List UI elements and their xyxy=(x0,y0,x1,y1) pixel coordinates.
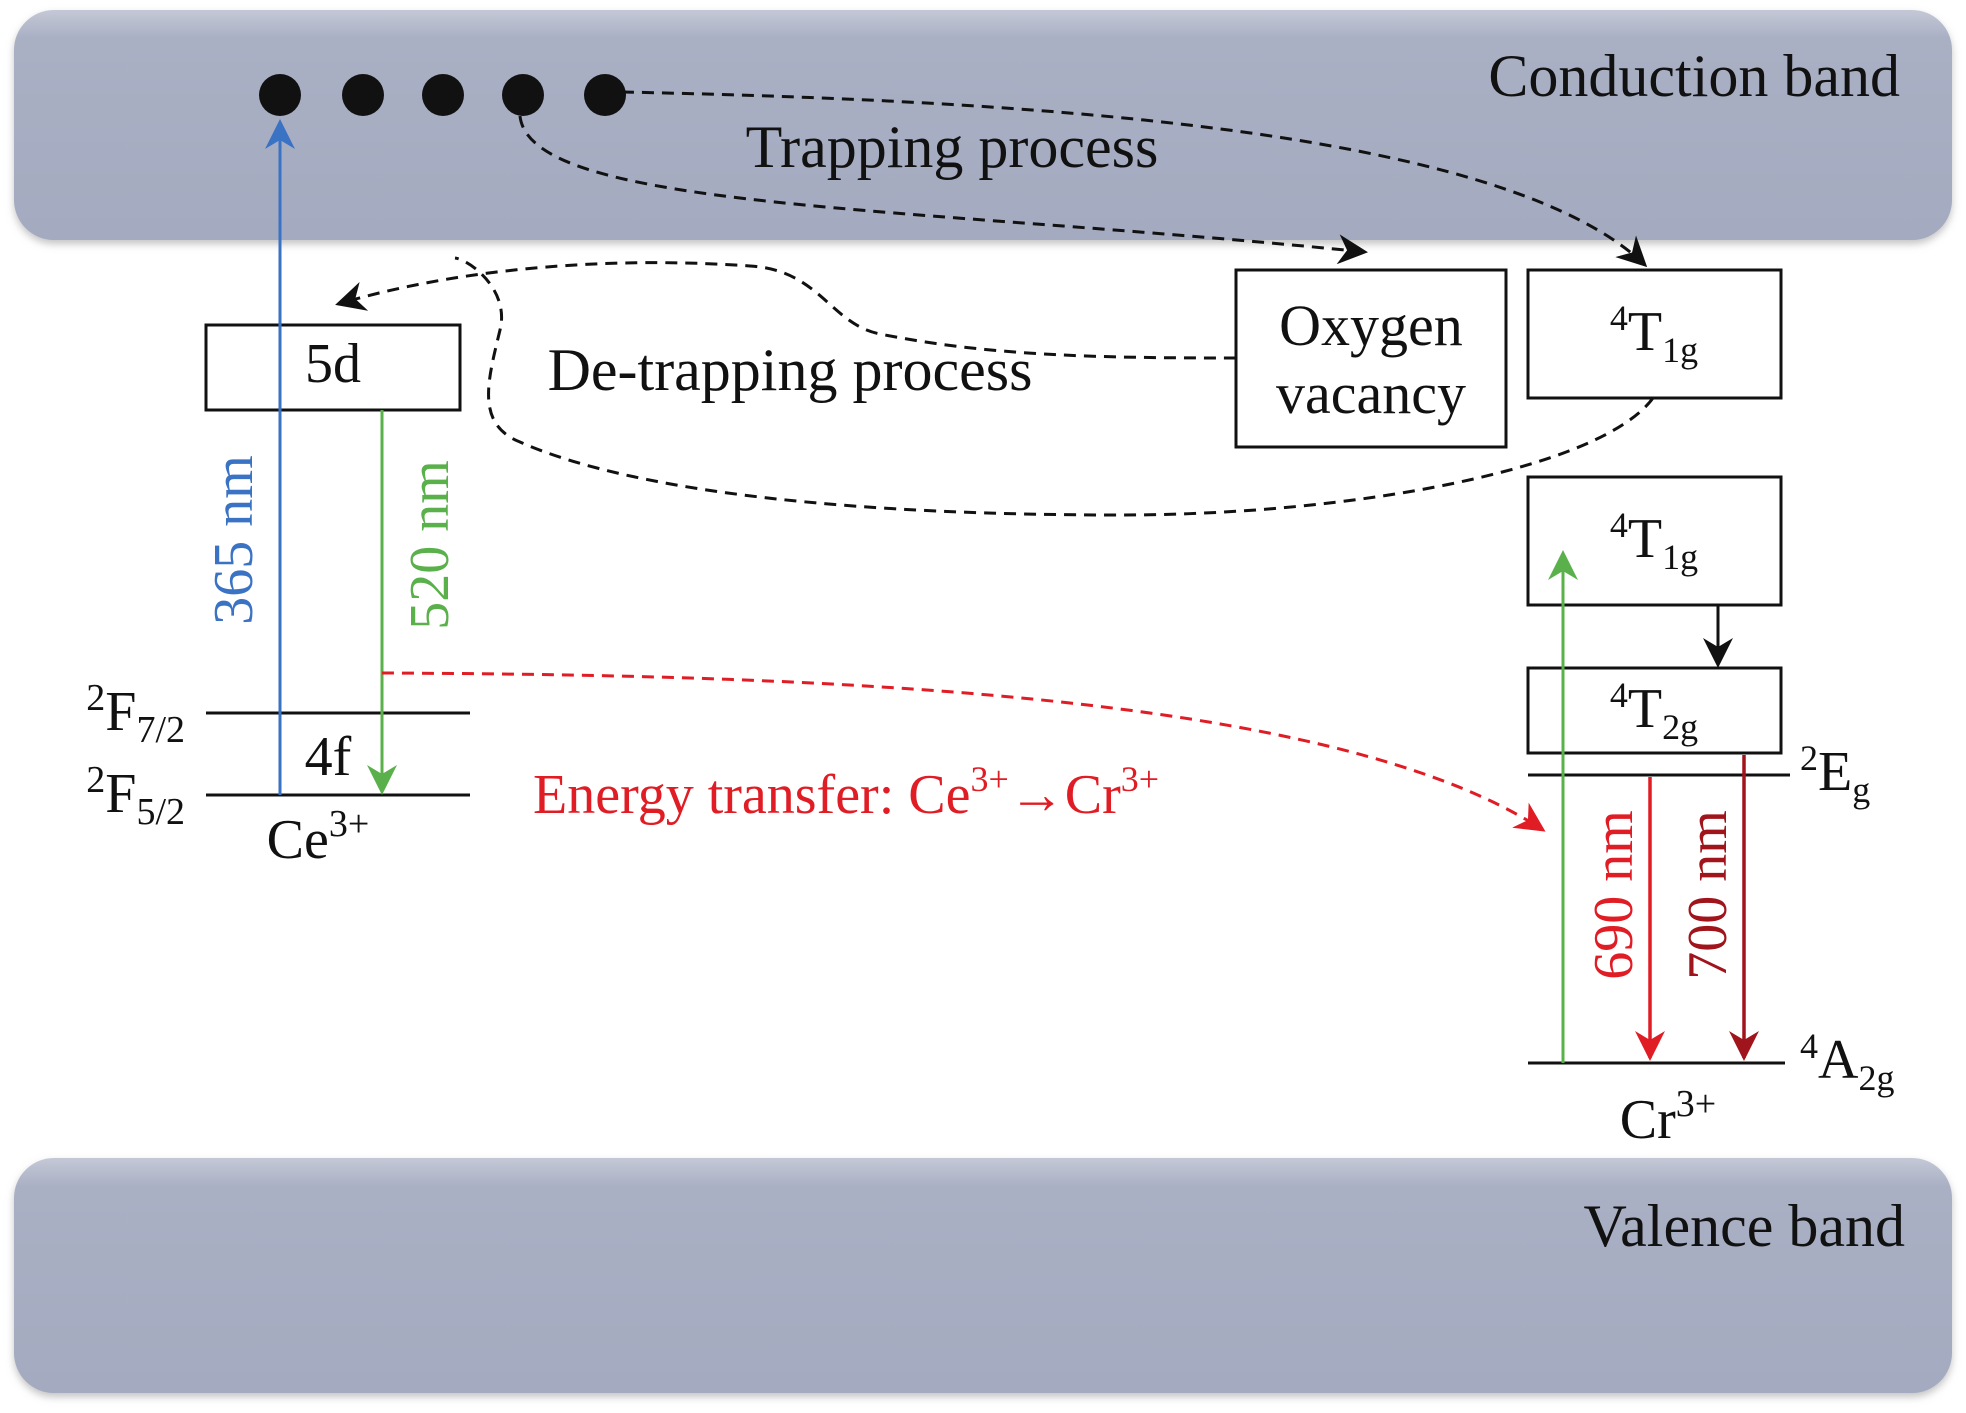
oxygen-vacancy-line1: Oxygen xyxy=(1279,293,1463,358)
ce-excitation-label: 365 nm xyxy=(203,455,265,625)
cr-t2g-term: 4T2g xyxy=(1610,675,1698,747)
trapping-process-label: Trapping process xyxy=(746,114,1159,180)
cr-t1g-upper-term: 4T1g xyxy=(1610,298,1698,370)
detrapping-path-from-t1g xyxy=(454,256,1655,517)
trapping-arrow-to-t1g xyxy=(621,90,1648,268)
trapping-arrow-to-vacancy xyxy=(518,115,1368,265)
conduction-band-label: Conduction band xyxy=(1488,43,1900,109)
electrons xyxy=(259,74,626,116)
trapping-arrows xyxy=(518,90,1648,268)
cr-t1g-lower-term: 4T1g xyxy=(1610,505,1698,577)
electron-dot xyxy=(422,74,464,116)
cr-t1g-upper-box xyxy=(1526,268,1783,400)
electron-dot xyxy=(342,74,384,116)
ce-emission-label: 520 nm xyxy=(399,460,461,630)
oxygen-vacancy-line2: vacancy xyxy=(1276,361,1466,426)
ce-levels: 5d 4f 2F7/2 2F5/2 Ce3+ xyxy=(86,323,470,871)
valence-band-label: Valence band xyxy=(1583,1193,1905,1259)
electron-dot xyxy=(502,74,544,116)
ce-ion-label: Ce3+ xyxy=(267,803,370,871)
energy-transfer-label: Energy transfer: Ce3+→Cr3+ xyxy=(533,759,1159,826)
cr-t1g-lower-box xyxy=(1526,475,1783,607)
conduction-band: Conduction band xyxy=(14,10,1952,240)
ce-f52-term: 2F5/2 xyxy=(86,759,185,833)
detrapping-process-label: De-trapping process xyxy=(548,337,1033,403)
ce-f72-term: 2F7/2 xyxy=(86,677,185,751)
cr-eg-term: 2Eg xyxy=(1800,738,1870,810)
detrapping-arrows xyxy=(335,256,1655,517)
cr-a2g-term: 4A2g xyxy=(1800,1026,1894,1098)
cr-690-label: 690 nm xyxy=(1583,810,1645,980)
ce-5d-label: 5d xyxy=(305,333,361,395)
cr-700-label: 700 nm xyxy=(1677,810,1739,980)
cr-ion-label: Cr3+ xyxy=(1620,1083,1716,1151)
valence-band: Valence band xyxy=(14,1158,1952,1393)
electron-dot xyxy=(584,74,626,116)
cr-levels: 4T1g 4T1g 4T2g 2Eg 4A2g Cr3+ xyxy=(1526,268,1894,1151)
ce-4f-label: 4f xyxy=(305,726,352,788)
cr-t2g-box xyxy=(1526,666,1783,755)
ce-5d-box xyxy=(204,323,462,412)
oxygen-vacancy-box: Oxygen vacancy xyxy=(1234,268,1508,449)
energy-transfer-arrow xyxy=(381,671,1546,832)
electron-dot xyxy=(259,74,301,116)
